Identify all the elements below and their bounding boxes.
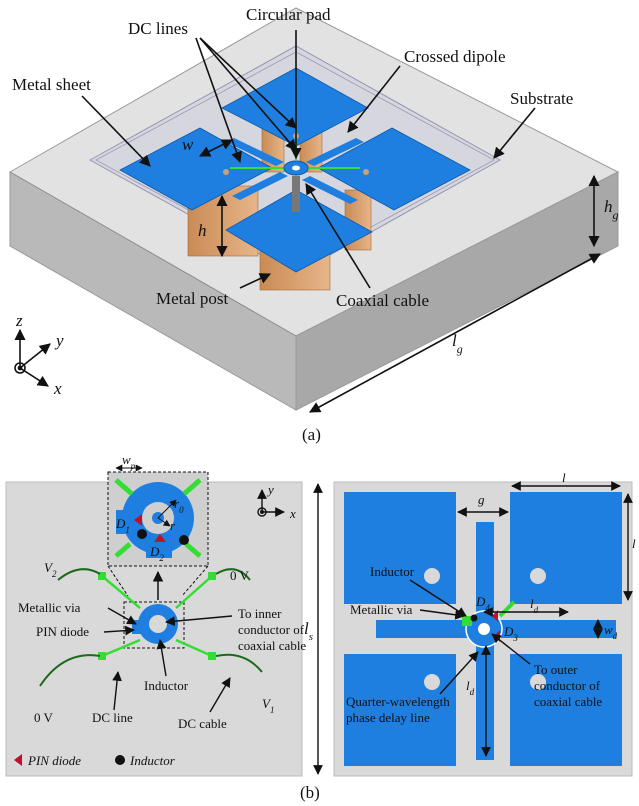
panel-b-left: wp r0 r D1 D2 — [5, 452, 323, 777]
label-metallic-via-right: Metallic via — [350, 602, 413, 617]
label-d3: D3 — [503, 624, 518, 643]
axis-y-label-b: y — [266, 482, 274, 497]
label-to-inner-1: To inner — [238, 606, 282, 621]
label-quarter-2: phase delay line — [346, 710, 430, 725]
label-to-outer-1: To outer — [534, 662, 578, 677]
label-dc-lines: DC lines — [128, 19, 188, 38]
legend-inductor-icon — [115, 755, 125, 765]
crossed-dipole — [226, 138, 364, 204]
axis-x-label-b: x — [289, 506, 296, 521]
label-to-outer-2: conductor of — [534, 678, 601, 693]
label-d4: D4 — [475, 594, 490, 613]
label-lg: lg — [452, 331, 463, 356]
label-metallic-via: Metallic via — [18, 600, 81, 615]
label-hg: hg — [604, 197, 619, 222]
panel-a-3d-view: DC lines Circular pad Crossed dipole Met… — [8, 5, 620, 444]
label-r: r — [170, 518, 176, 533]
label-to-inner-3: coaxial cable — [238, 638, 306, 653]
legend-inductor-label: Inductor — [129, 753, 176, 768]
axis-y-label: y — [54, 331, 64, 350]
label-quarter-1: Quarter-wavelength — [346, 694, 450, 709]
label-inductor-right: Inductor — [370, 564, 415, 579]
label-0v-top: 0 V — [230, 568, 250, 583]
axis-z-label: z — [15, 311, 23, 330]
label-metal-post: Metal post — [156, 289, 229, 308]
coaxial-cable — [292, 176, 300, 212]
label-wd: wd — [604, 622, 618, 641]
label-dc-cable: DC cable — [178, 716, 227, 731]
label-r0: r0 — [174, 496, 184, 515]
label-pin-diode: PIN diode — [36, 624, 89, 639]
label-dc-line: DC line — [92, 710, 133, 725]
label-inductor-left: Inductor — [144, 678, 189, 693]
label-substrate: Substrate — [510, 89, 573, 108]
label-h: h — [198, 221, 207, 240]
caption-b: (b) — [300, 783, 320, 802]
label-to-inner-2: conductor of — [238, 622, 305, 637]
label-crossed-dipole: Crossed dipole — [404, 47, 506, 66]
label-ld-h: ld — [530, 596, 539, 615]
legend-pin-diode-label: PIN diode — [27, 753, 81, 768]
label-wp: wp — [122, 452, 136, 471]
label-0v-bottom: 0 V — [34, 710, 54, 725]
label-g: g — [478, 492, 485, 507]
axis-triad-a — [14, 328, 51, 387]
label-w: w — [182, 135, 194, 154]
label-v1: V1 — [262, 696, 274, 715]
label-coaxial-cable: Coaxial cable — [336, 291, 429, 310]
legend-pin-diode-icon — [14, 754, 22, 766]
label-d2: D2 — [149, 544, 164, 563]
label-l-top: l — [562, 470, 566, 485]
label-v2: V2 — [44, 560, 57, 579]
label-l-side: l — [632, 536, 636, 551]
label-ls: ls — [304, 619, 313, 643]
axis-x-label: x — [53, 379, 62, 398]
label-d1: D1 — [115, 516, 130, 535]
label-to-outer-3: coaxial cable — [534, 694, 602, 709]
metal-sheets — [119, 67, 471, 273]
panel-b-right: g l l Inductor Metallic via D4 D3 ld wd … — [333, 470, 636, 777]
label-circular-pad: Circular pad — [246, 5, 331, 24]
label-ld-v: ld — [466, 678, 475, 697]
label-metal-sheet: Metal sheet — [12, 75, 91, 94]
caption-a: (a) — [302, 425, 321, 444]
